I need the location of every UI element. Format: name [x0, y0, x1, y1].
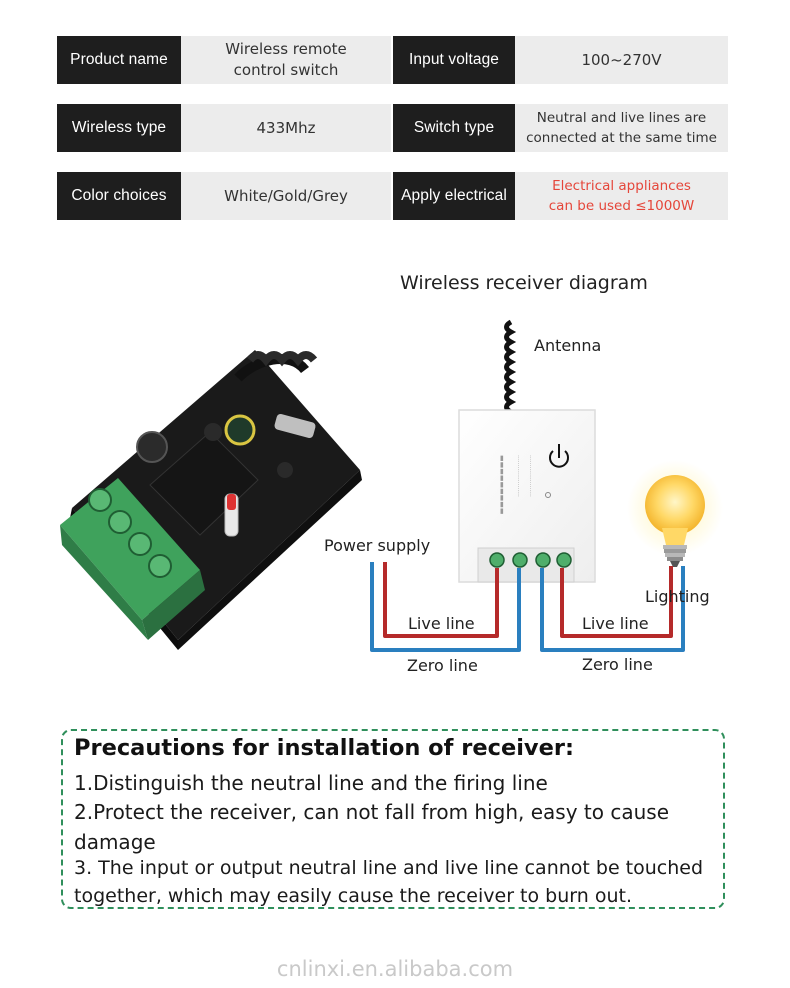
terminal-block — [60, 478, 205, 640]
spec-value: Neutral and live lines are connected at … — [515, 104, 728, 152]
power-supply-label: Power supply — [324, 536, 431, 555]
spec-value: White/Gold/Grey — [181, 172, 391, 220]
zero-line-right-wire — [540, 566, 685, 652]
spec-label: Product name — [57, 36, 181, 84]
diagram-title: Wireless receiver diagram — [400, 272, 648, 294]
zero-line-label-left: Zero line — [407, 656, 478, 675]
precautions-title: Precautions for installation of receiver… — [74, 735, 574, 761]
antenna-icon — [504, 319, 517, 415]
spec-label: Switch type — [393, 104, 515, 152]
spec-row-3: Color choices White/Gold/Grey Apply elec… — [57, 172, 728, 220]
spec-row-2: Wireless type 433Mhz Switch type Neutral… — [57, 104, 728, 152]
coil-antenna-icon — [234, 351, 318, 382]
spec-value: 100~270V — [515, 36, 728, 84]
precaution-item: 1.Distinguish the neutral line and the f… — [74, 771, 548, 795]
spec-row-1: Product name Wireless remote control swi… — [57, 36, 728, 84]
spec-value: 433Mhz — [181, 104, 391, 152]
spec-label: Color choices — [57, 172, 181, 220]
pcb-board-image — [60, 350, 362, 650]
receiver-terminals — [489, 552, 572, 568]
spec-value-warning: Electrical appliances can be used ≤1000W — [515, 172, 728, 220]
receiver-box: ▬▬▬▬▬▬▬▬▬ ······················ ·······… — [458, 409, 596, 583]
spec-label: Input voltage — [393, 36, 515, 84]
precautions-box: Precautions for installation of receiver… — [61, 729, 725, 909]
precaution-item: 3. The input or output neutral line and … — [74, 857, 704, 907]
precaution-item: 2.Protect the receiver, can not fall fro… — [74, 800, 669, 854]
live-line-label-left: Live line — [408, 614, 475, 633]
svg-text:▬▬▬▬▬▬▬▬▬: ▬▬▬▬▬▬▬▬▬ — [498, 455, 506, 515]
antenna-label: Antenna — [534, 336, 602, 355]
live-line-right-wire — [560, 566, 673, 638]
watermark: cnlinxi.en.alibaba.com — [276, 957, 514, 981]
zero-line-label-right: Zero line — [582, 655, 653, 674]
spec-value: Wireless remote control switch — [181, 36, 391, 84]
lightbulb-icon — [627, 460, 723, 567]
spec-label: Wireless type — [57, 104, 181, 152]
zero-line-left-wire — [370, 562, 521, 652]
svg-text:······················: ······················ — [514, 455, 521, 497]
live-line-left-wire — [383, 562, 499, 638]
lighting-label: Lighting — [645, 587, 710, 606]
spec-label: Apply electrical — [393, 172, 515, 220]
svg-text:······················: ······················ — [526, 455, 533, 497]
wires — [370, 562, 685, 652]
live-line-label-right: Live line — [582, 614, 649, 633]
